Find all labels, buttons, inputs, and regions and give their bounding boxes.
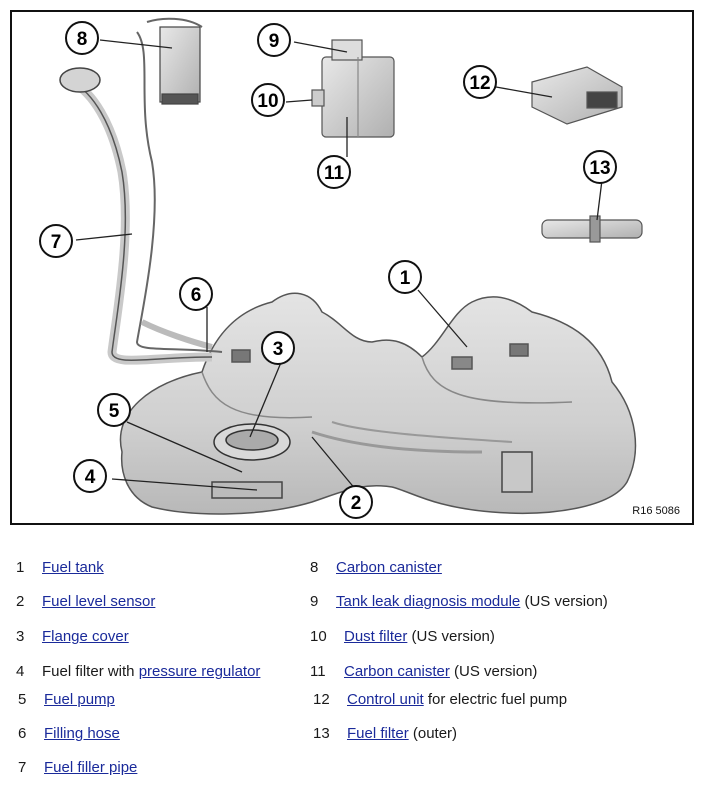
callout-2: 2 [339,485,373,519]
legend-number: 3 [16,628,25,645]
legend-text: (outer) [408,725,458,742]
legend-link[interactable]: Tank leak diagnosis module [336,593,521,610]
legend-item-9: 9 Tank leak diagnosis module (US version) [310,592,608,612]
legend-link[interactable]: Fuel filler pipe [44,759,138,776]
callout-label: 3 [273,339,284,360]
callout-13: 13 [583,150,617,184]
legend-text: (US version) [520,593,608,610]
legend-item-12: 12 Control unit for electric fuel pump [313,690,567,710]
callout-leaders [75,39,603,503]
callout-10: 10 [251,83,285,117]
callout-12: 12 [463,65,497,99]
filler-pipe-shape [59,31,223,365]
legend-number: 10 [310,628,327,645]
callout-label: 9 [269,31,280,52]
callout-label: 2 [351,493,362,514]
callout-label: 10 [257,91,278,112]
callout-label: 6 [191,285,202,306]
legend-number: 5 [18,691,27,708]
callout-8: 8 [65,21,99,55]
fuel-filter-shape [541,215,643,243]
callout-label: 11 [324,163,345,184]
legend-item-7: 7 Fuel filler pipe [18,758,137,778]
fuel-tank-shape [119,292,637,515]
legend-number: 8 [310,559,319,576]
legend-number: 7 [18,759,27,776]
callout-label: 5 [109,401,120,422]
legend-link[interactable]: Fuel tank [42,559,104,576]
callout-3: 3 [261,331,295,365]
legend-number: 1 [16,559,25,576]
legend-item-1: 1 Fuel tank [16,558,104,578]
legend-item-4: 4 Fuel filter with pressure regulator [16,662,260,682]
callout-label: 12 [469,73,490,94]
callout-label: 8 [77,29,88,50]
legend-number: 6 [18,725,27,742]
callout-7: 7 [39,224,73,258]
legend-item-11: 11 Carbon canister (US version) [310,662,537,682]
legend-link[interactable]: Dust filter [344,628,408,645]
tank-leak-module-shape [311,39,395,138]
legend-link[interactable]: Carbon canister [336,559,442,576]
callout-label: 1 [400,268,411,289]
legend-number: 11 [310,663,326,680]
legend-number: 13 [313,725,330,742]
callout-label: 7 [51,232,62,253]
legend-item-5: 5 Fuel pump [18,690,115,710]
legend-link[interactable]: Carbon canister [344,663,450,680]
callout-1: 1 [388,260,422,294]
legend-number: 12 [313,691,330,708]
control-unit-shape [531,66,623,125]
legend-link[interactable]: Control unit [347,691,424,708]
legend-number: 9 [310,593,319,610]
callout-label: 13 [589,158,610,179]
legend-link[interactable]: Filling hose [44,725,120,742]
legend-item-3: 3 Flange cover [16,627,129,647]
callout-label: 4 [85,467,96,488]
legend-text: Fuel filter with [42,663,139,680]
callout-9: 9 [257,23,291,57]
callout-5: 5 [97,393,131,427]
figure-reference: R16 5086 [632,505,680,517]
legend-number: 4 [16,663,25,680]
legend-item-13: 13 Fuel filter (outer) [313,724,457,744]
legend-link[interactable]: pressure regulator [138,663,261,680]
callout-6: 6 [179,277,213,311]
legend-text: for electric fuel pump [423,691,568,708]
legend-text: (US version) [407,628,495,645]
legend-number: 2 [16,593,25,610]
legend-item-10: 10 Dust filter (US version) [310,627,495,647]
legend-item-2: 2 Fuel level sensor [16,592,155,612]
legend-link[interactable]: Fuel pump [44,691,115,708]
callout-4: 4 [73,459,107,493]
legend-text: (US version) [449,663,538,680]
callout-11: 11 [317,155,351,189]
legend-link[interactable]: Fuel filter [347,725,409,742]
legend-link[interactable]: Fuel level sensor [42,593,156,610]
legend-item-8: 8 Carbon canister [310,558,442,578]
legend-link[interactable]: Flange cover [42,628,129,645]
legend-item-6: 6 Filling hose [18,724,120,744]
carbon-canister-shape [146,17,203,105]
